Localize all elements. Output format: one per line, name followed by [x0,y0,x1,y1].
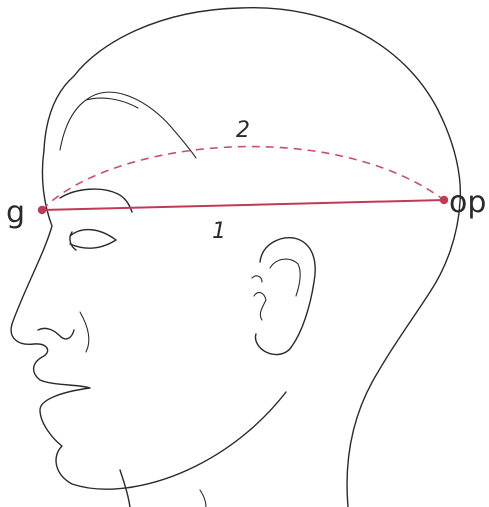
head-outline [44,8,460,507]
landmark-label-back: op [449,185,486,220]
opisthocranion-point [440,196,448,204]
nostril [38,328,74,338]
landmark-label-front: g [6,195,25,230]
measurement-line [42,200,444,210]
measurement-label-1: 1 [212,219,226,244]
neck-crease [200,490,206,507]
face-profile [11,150,286,489]
eye-upper-lid [70,230,116,240]
ear-tragus [252,276,262,282]
eye-lower-lid [70,240,116,248]
ear-inner [270,259,300,296]
hairline [60,92,196,158]
measurement-arc [42,147,444,210]
measurement-label-2: 2 [236,118,250,143]
ear-concha [254,293,266,320]
glabella-point [38,206,46,214]
eye-iris [70,232,76,250]
nasolabial-fold [80,312,89,352]
hairline-top [86,98,138,108]
